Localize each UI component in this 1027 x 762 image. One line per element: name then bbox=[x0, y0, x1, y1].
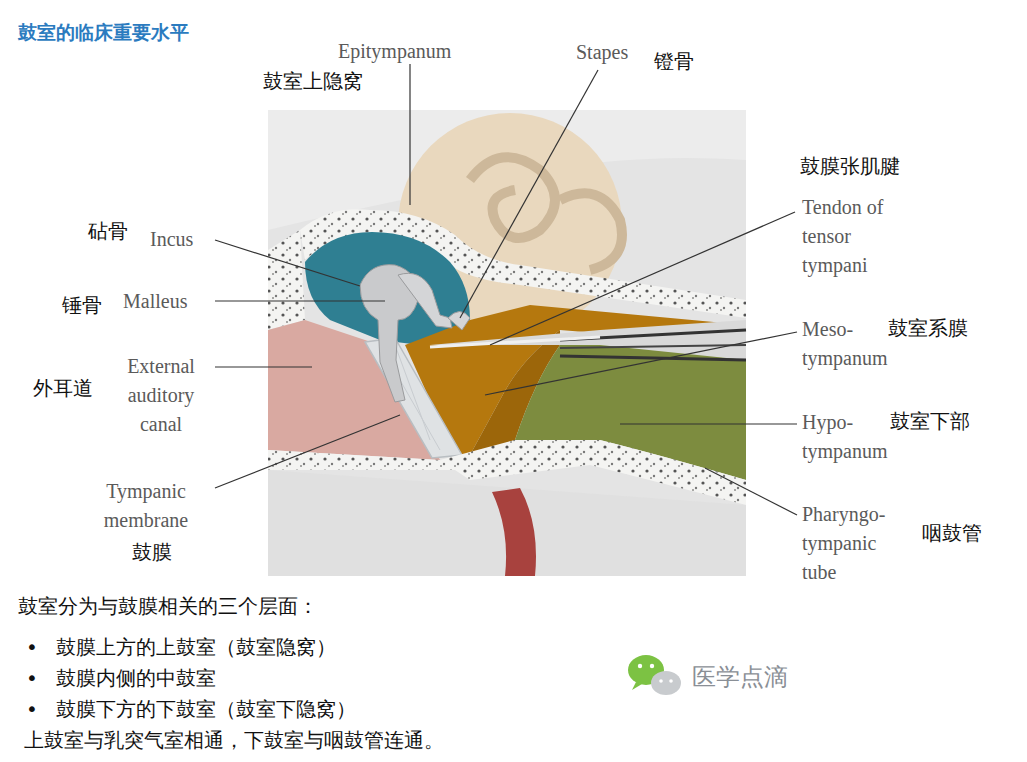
watermark: 医学点滴 bbox=[692, 662, 788, 692]
part-label: 鼓室下部 bbox=[890, 408, 970, 434]
watermark-icon bbox=[628, 655, 681, 695]
title: 鼓室的临床重要水平 bbox=[18, 19, 189, 45]
part-label: 外耳道 bbox=[33, 375, 93, 401]
part-label: 锤骨 bbox=[62, 292, 102, 318]
note-text: 上鼓室与乳突气室相通，下鼓室与咽鼓管连通。 bbox=[24, 727, 444, 753]
part-label: Hypo- tympanum bbox=[802, 408, 902, 466]
part-label: 鼓膜张肌腱 bbox=[800, 153, 900, 179]
note-text: 鼓室分为与鼓膜相关的三个层面： bbox=[18, 593, 318, 619]
part-label: Incus bbox=[150, 225, 193, 254]
part-label: 砧骨 bbox=[88, 218, 128, 244]
part-label: 鼓室上隐窝 bbox=[263, 68, 363, 94]
note-text: 鼓膜下方的下鼓室（鼓室下隐窝） bbox=[56, 696, 356, 722]
part-label: Stapes bbox=[576, 38, 628, 67]
bullet: • bbox=[26, 696, 38, 722]
part-label: 咽鼓管 bbox=[922, 520, 982, 546]
part-label: Epitympanum bbox=[338, 37, 451, 66]
part-label: Malleus bbox=[123, 287, 187, 316]
note-text: 鼓膜上方的上鼓室（鼓室隐窝） bbox=[56, 634, 336, 660]
part-label: Tympanic membrane bbox=[84, 477, 208, 535]
part-label: Meso- tympanum bbox=[802, 315, 902, 373]
bullet: • bbox=[26, 634, 38, 660]
part-label: 鼓室系膜 bbox=[888, 315, 968, 341]
note-text: 鼓膜内侧的中鼓室 bbox=[56, 665, 216, 691]
part-label: Tendon of tensor tympani bbox=[802, 193, 914, 280]
part-label: Pharyngo- tympanic tube bbox=[802, 500, 914, 587]
part-label: 鼓膜 bbox=[132, 539, 172, 565]
bullet: • bbox=[26, 665, 38, 691]
part-label: External auditory canal bbox=[105, 352, 217, 439]
part-label: 镫骨 bbox=[654, 48, 694, 74]
